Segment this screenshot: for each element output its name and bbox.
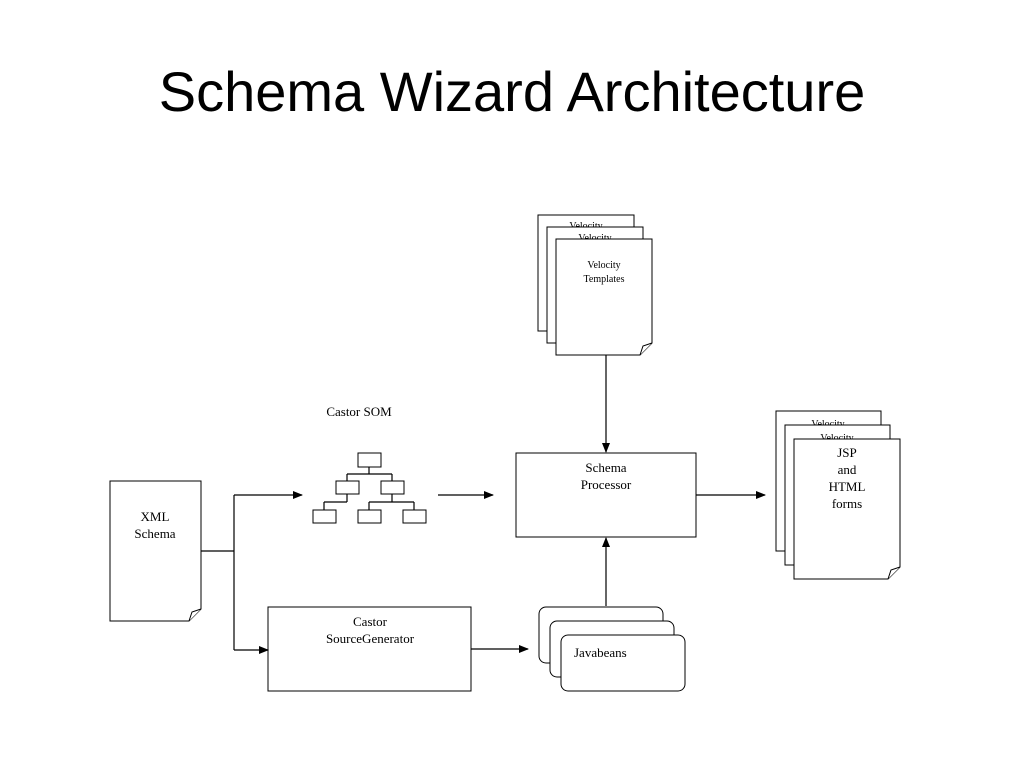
tree-leaf-3 [402, 509, 427, 524]
schema-processor-line1: Schema [585, 460, 626, 475]
velocity-templates-line2: Templates [584, 274, 625, 285]
xml-schema-document: XML Schema [109, 480, 202, 622]
xml-schema-line2: Schema [134, 526, 175, 541]
javabeans-stack: Javabeans Javabeans Javabeans [538, 606, 686, 692]
castor-som-tree [312, 452, 427, 524]
xml-schema-line1: XML [141, 509, 170, 524]
document-front: JSP and HTML forms [793, 438, 901, 580]
schema-processor-box: Schema Processor [515, 452, 697, 538]
output-forms-line3: HTML [829, 479, 866, 494]
sourcegenerator-line2: SourceGenerator [326, 631, 415, 646]
javabeans-front: Javabeans [560, 634, 686, 692]
output-forms-line2: and [838, 462, 857, 477]
tree-leaf-2 [357, 509, 382, 524]
javabeans-label: Javabeans [574, 645, 627, 660]
tree-node-left [335, 480, 360, 495]
velocity-templates-line1: Velocity [587, 260, 620, 271]
castor-som-label: Castor SOM [326, 404, 392, 419]
output-forms-line4: forms [832, 496, 862, 511]
connectors [201, 355, 766, 654]
tree-node-right [380, 480, 405, 495]
schema-processor-line2: Processor [581, 477, 632, 492]
tree-leaf-1 [312, 509, 337, 524]
castor-sourcegenerator-box: Castor SourceGenerator [267, 606, 472, 692]
velocity-templates-stack: Velocity Velocity Velocity Templates [537, 214, 653, 356]
output-forms-stack: Velocity Velocity JSP and HTML forms [775, 410, 901, 580]
slide-title: Schema Wizard Architecture [158, 60, 866, 123]
document-front: Velocity Templates [555, 238, 653, 356]
output-forms-line1: JSP [837, 445, 857, 460]
sourcegenerator-line1: Castor [353, 614, 388, 629]
tree-node-root [357, 452, 382, 468]
